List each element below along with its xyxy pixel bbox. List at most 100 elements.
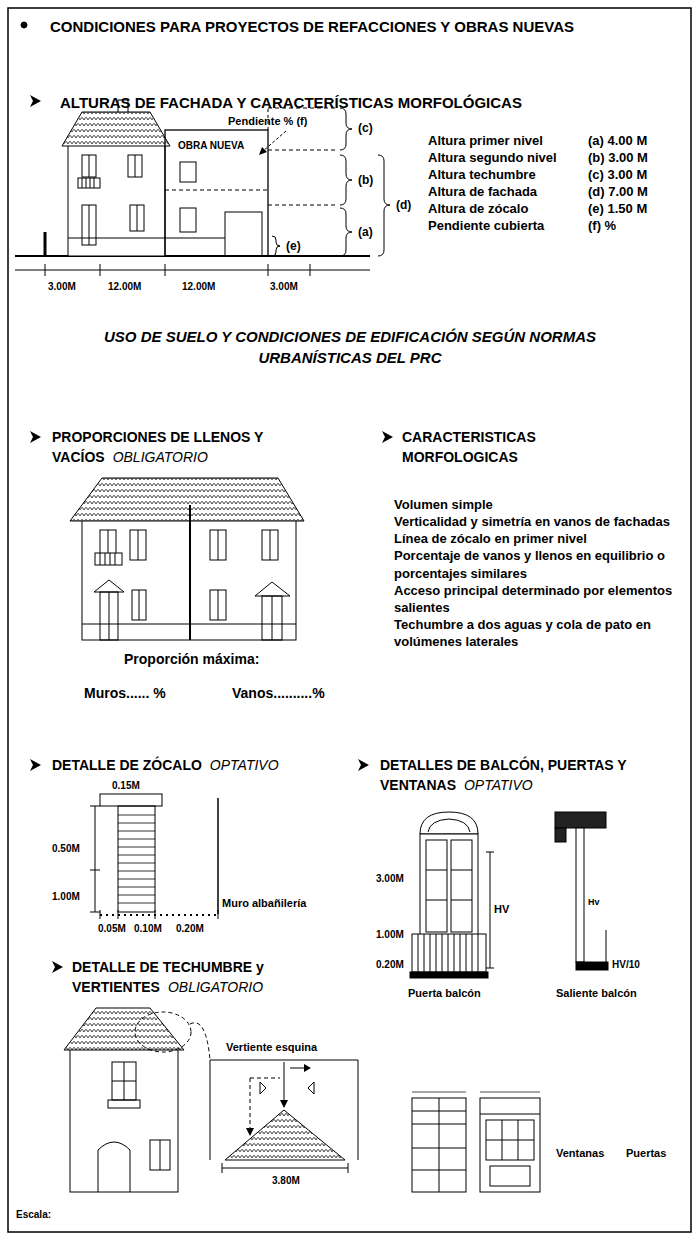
proportion-label-group: Proporción máxima: <box>124 650 259 670</box>
callout-letter-group: (a) <box>358 224 373 241</box>
figure-caption-group: Saliente balcón <box>556 986 637 1001</box>
section-heading: OBLIGATORIO <box>168 978 263 998</box>
dimension-label-group: 0.05M <box>98 922 126 936</box>
dimension-label-group: 3.00M <box>270 280 298 294</box>
height-value-group: (f) % <box>588 217 616 235</box>
dimension-label: 3.00M <box>376 873 404 884</box>
section-heading-group: PROPORCIONES DE LLENOS Y VACÍOSOBLIGATOR… <box>52 428 302 467</box>
dimension-label: 3.00M <box>270 281 298 292</box>
dimension-label-group: 0.20M <box>376 958 404 972</box>
dimension-label-group: 0.15M <box>112 779 140 793</box>
dimension-label-group: 12.00M <box>108 280 141 294</box>
height-value-group: (e) 1.50 M <box>588 200 647 218</box>
figure-caption-group: Puertas <box>626 1146 666 1161</box>
callout-letter-group: (e) <box>286 238 301 255</box>
slope-label: Pendiente % (f) <box>228 115 307 127</box>
height-name-group: Pendiente cubierta <box>428 217 544 235</box>
section-heading: OPTATIVO <box>210 756 279 776</box>
height-value: (c) 3.00 M <box>588 167 647 182</box>
dimension-label: 0.10M <box>134 923 162 934</box>
dimension-label-group: HV/10 <box>612 958 640 972</box>
height-value-group: (c) 3.00 M <box>588 166 647 184</box>
dimension-label-group: HV <box>494 902 509 917</box>
feature-item: Verticalidad y simetría en vanos de fach… <box>394 513 686 530</box>
figure-caption: Vertiente esquina <box>226 1041 317 1053</box>
building-label: OBRA NUEVA <box>178 140 244 151</box>
proportion-label: Vanos..........% <box>232 685 325 701</box>
dimension-label-group: 1.00M <box>52 890 80 904</box>
callout-letter: (a) <box>358 225 373 239</box>
figure-caption: Puerta balcón <box>408 987 481 999</box>
height-value: (e) 1.50 M <box>588 201 647 216</box>
feature-item-group: Volumen simpleVerticalidad y simetría en… <box>394 496 686 650</box>
dimension-label: 1.00M <box>376 929 404 940</box>
dimension-label-group: 0.50M <box>52 842 80 856</box>
section-heading-group: DETALLE DE ZÓCALO OPTATIVO <box>52 756 372 776</box>
dimension-label-group: Hv <box>588 896 600 909</box>
dimension-label-group: 3.00M <box>48 280 76 294</box>
height-value: (d) 7.00 M <box>588 184 648 199</box>
wall-label: Muro albañilería <box>222 897 306 909</box>
height-name: Altura de fachada <box>428 184 537 199</box>
height-name: Pendiente cubierta <box>428 218 544 233</box>
height-value-group: (a) 4.00 M <box>588 132 647 150</box>
callout-letter: (e) <box>286 239 301 253</box>
scale-label: Escala: <box>16 1209 51 1220</box>
dimension-label: Hv <box>588 897 600 907</box>
callout-letter-group: (b) <box>358 172 373 189</box>
building-label-group: OBRA NUEVA <box>178 139 244 153</box>
dimension-label-group: 12.00M <box>182 280 215 294</box>
height-name: Altura de zócalo <box>428 201 528 216</box>
feature-item: Porcentaje de vanos y llenos en equilibr… <box>394 547 686 581</box>
proportion-label-group: Muros...... % <box>84 684 166 704</box>
dimension-label: 3.00M <box>48 281 76 292</box>
figure-caption: Ventanas <box>556 1147 604 1159</box>
callout-letter: (b) <box>358 173 373 187</box>
height-name: Altura segundo nivel <box>428 150 557 165</box>
slope-label-group: Pendiente % (f) <box>228 114 307 129</box>
page-title-group: CONDICIONES PARA PROYECTOS DE REFACCIONE… <box>50 16 574 37</box>
height-value: (b) 3.00 M <box>588 150 648 165</box>
section-heading: ALTURAS DE FACHADA Y CARACTERÍSTICAS MOR… <box>60 94 522 111</box>
dimension-label: 3.80M <box>272 1175 300 1186</box>
feature-item: Acceso principal determinado por element… <box>394 582 686 616</box>
height-value-group: (d) 7.00 M <box>588 183 648 201</box>
callout-letter-group: (d) <box>396 197 411 214</box>
height-name-group: Altura de fachada <box>428 183 537 201</box>
section-heading: DETALLE DE ZÓCALO <box>52 757 202 773</box>
dimension-label: 0.05M <box>98 923 126 934</box>
feature-item: Línea de zócalo en primer nivel <box>394 530 686 547</box>
dimension-label: HV/10 <box>612 959 640 970</box>
height-value-group: (b) 3.00 M <box>588 149 648 167</box>
dimension-label: 0.15M <box>112 780 140 791</box>
section-heading-group: DETALLE DE TECHUMBRE y VERTIENTESOBLIGAT… <box>72 958 332 997</box>
wall-label-group: Muro albañilería <box>222 896 306 911</box>
height-value: (f) % <box>588 218 616 233</box>
dimension-label: 1.00M <box>52 891 80 902</box>
dimension-label-group: 0.10M <box>134 922 162 936</box>
height-name: Altura primer nivel <box>428 133 543 148</box>
section-heading: OPTATIVO <box>464 776 533 796</box>
scale-label-group: Escala: <box>16 1208 51 1222</box>
dimension-label: 12.00M <box>108 281 141 292</box>
height-name-group: Altura de zócalo <box>428 200 528 218</box>
feature-item: Techumbre a dos aguas y cola de pato en … <box>394 616 686 650</box>
subtitle-group: USO DE SUELO Y CONDICIONES DE EDIFICACIÓ… <box>50 326 650 368</box>
figure-caption-group: Puerta balcón <box>408 986 481 1001</box>
dimension-label: 12.00M <box>182 281 215 292</box>
dimension-label: 0.20M <box>176 923 204 934</box>
height-name: Altura techumbre <box>428 167 536 182</box>
dimension-label-group: 0.20M <box>176 922 204 936</box>
figure-caption-group: Ventanas <box>556 1146 604 1161</box>
subtitle: USO DE SUELO Y CONDICIONES DE EDIFICACIÓ… <box>104 328 596 366</box>
height-name-group: Altura segundo nivel <box>428 149 557 167</box>
dimension-label: HV <box>494 903 509 915</box>
section-heading-group: ALTURAS DE FACHADA Y CARACTERÍSTICAS MOR… <box>60 92 522 113</box>
figure-caption-group: Vertiente esquina <box>226 1040 317 1055</box>
dimension-label: 0.20M <box>376 959 404 970</box>
page-title: CONDICIONES PARA PROYECTOS DE REFACCIONE… <box>50 18 574 35</box>
figure-caption: Puertas <box>626 1147 666 1159</box>
proportion-label: Muros...... % <box>84 685 166 701</box>
section-heading-group: DETALLES DE BALCÓN, PUERTAS Y VENTANASOP… <box>380 756 680 795</box>
